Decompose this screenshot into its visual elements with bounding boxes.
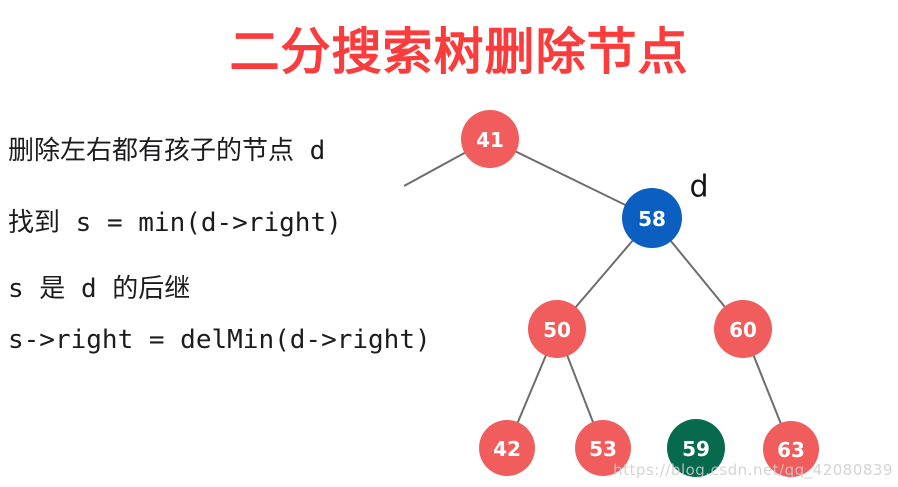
tree-node-53 (575, 420, 631, 476)
note-s-is-successor-of-d: s 是 d 的后继 (8, 274, 191, 304)
tree-node-60 (714, 300, 772, 358)
tree-node-label-58: 58 (638, 207, 666, 231)
note-delmin-assignment: s->right = delMin(d->right) (8, 325, 431, 355)
tree-node-label-42: 42 (493, 437, 521, 461)
tree-node-58 (622, 188, 682, 248)
tree-node-label-50: 50 (543, 318, 571, 342)
tree-node-50 (528, 300, 586, 358)
tree-node-label-59: 59 (682, 437, 710, 461)
note-delete-node-with-two-children: 删除左右都有孩子的节点 d (8, 136, 326, 166)
note-find-successor: 找到 s = min(d->right) (8, 208, 342, 238)
node-d-annotation: d (689, 170, 708, 205)
watermark-url: https://blog.csdn.net/qq_42080839 (613, 461, 893, 479)
tree-node-label-60: 60 (729, 318, 757, 342)
tree-node-label-53: 53 (589, 437, 617, 461)
tree-node-label-41: 41 (476, 128, 504, 152)
tree-node-41 (461, 110, 519, 168)
tree-node-label-63: 63 (777, 438, 805, 462)
tree-node-59 (667, 419, 725, 477)
page-title: 二分搜索树删除节点 (229, 23, 689, 81)
tree-edge-41-58 (489, 138, 653, 219)
tree-node-42 (479, 420, 535, 476)
tree-node-63 (763, 421, 819, 477)
